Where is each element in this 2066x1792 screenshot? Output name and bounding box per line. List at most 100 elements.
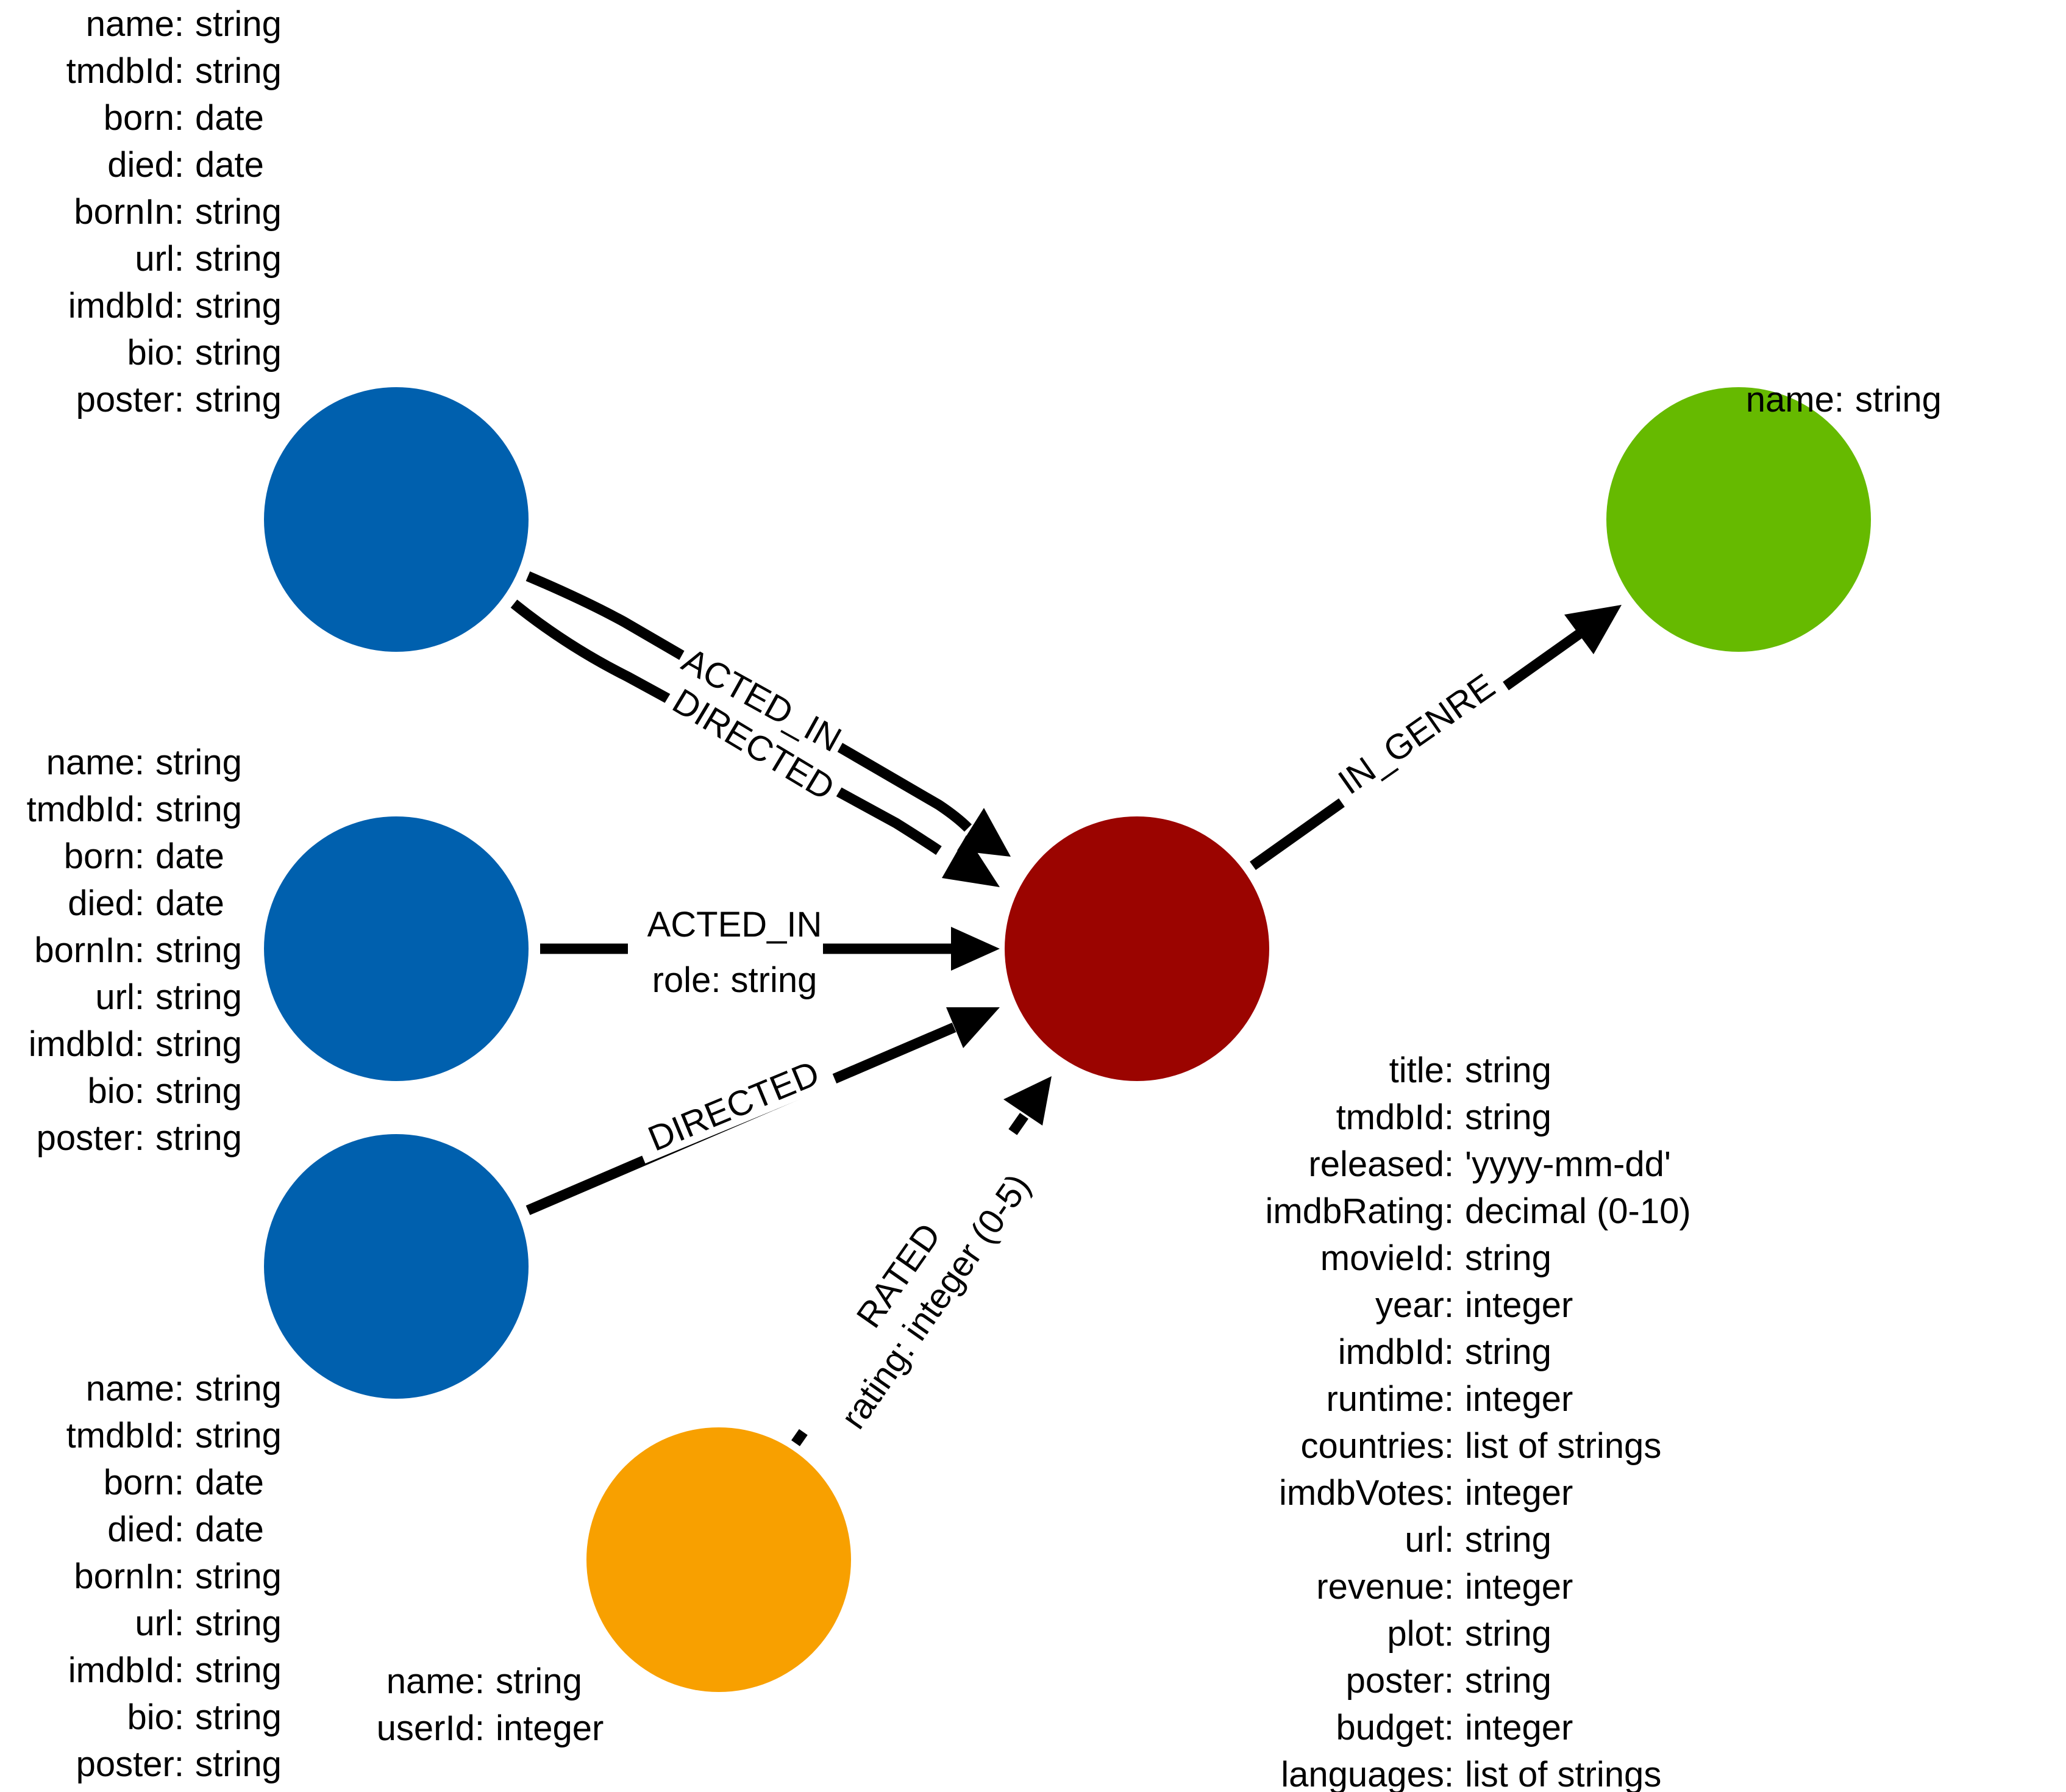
property-key: plot: bbox=[1387, 1614, 1454, 1654]
property-type: string bbox=[195, 4, 282, 44]
property-type: string bbox=[195, 1744, 282, 1784]
property-key: url: bbox=[135, 1604, 184, 1643]
property-type: date bbox=[195, 98, 264, 138]
property-key: url: bbox=[95, 977, 144, 1017]
property-key: name: bbox=[1746, 380, 1844, 419]
property-key: poster: bbox=[1346, 1661, 1454, 1701]
property-type: string bbox=[155, 1118, 242, 1158]
property-type: string bbox=[195, 1369, 282, 1408]
property-key: bornIn: bbox=[74, 1557, 184, 1596]
property-type: string bbox=[1465, 1098, 1551, 1137]
property-type: string bbox=[1855, 380, 1942, 419]
property-key: bio: bbox=[127, 1697, 184, 1737]
property-key: countries: bbox=[1301, 1426, 1454, 1466]
property-type: string bbox=[195, 1557, 282, 1596]
edge-label-acted-in-middle: ACTED_IN bbox=[647, 905, 822, 944]
property-key: died: bbox=[107, 145, 184, 185]
edge-property-role: role: string bbox=[652, 960, 817, 1000]
user-node[interactable] bbox=[586, 1427, 851, 1692]
edge-directed-top: DIRECTED bbox=[510, 599, 1000, 887]
property-key: imdbRating: bbox=[1266, 1191, 1454, 1231]
property-key: imdbId: bbox=[68, 286, 184, 326]
property-key: poster: bbox=[37, 1118, 144, 1158]
property-type: string bbox=[1465, 1614, 1551, 1654]
property-key: languages: bbox=[1281, 1755, 1454, 1792]
property-type: string bbox=[1465, 1332, 1551, 1372]
property-type: string bbox=[155, 790, 242, 829]
property-type: integer bbox=[1465, 1708, 1573, 1747]
movie-properties: title:stringtmdbId:stringreleased:'yyyy-… bbox=[1266, 1051, 1691, 1792]
property-key: userId: bbox=[377, 1708, 485, 1748]
property-type: string bbox=[1465, 1051, 1551, 1090]
property-type: string bbox=[195, 192, 282, 232]
property-key: name: bbox=[86, 4, 184, 44]
property-key: imdbVotes: bbox=[1279, 1473, 1454, 1513]
property-type: string bbox=[195, 333, 282, 373]
property-key: died: bbox=[68, 884, 144, 923]
person-bottom-properties: name:stringtmdbId:stringborn:datedied:da… bbox=[66, 1369, 282, 1784]
property-key: url: bbox=[1405, 1520, 1454, 1560]
edge-in-genre: IN_GENRE bbox=[1250, 605, 1622, 870]
person-node-bottom[interactable] bbox=[264, 1134, 529, 1399]
property-key: imdbId: bbox=[1338, 1332, 1454, 1372]
property-key: runtime: bbox=[1326, 1379, 1454, 1419]
edge-acted-in-top: ACTED_IN bbox=[525, 571, 1011, 857]
property-type: string bbox=[195, 1651, 282, 1690]
property-key: born: bbox=[64, 837, 144, 876]
property-key: bio: bbox=[127, 333, 184, 373]
property-type: integer bbox=[496, 1708, 604, 1748]
edge-label-directed-bottom: DIRECTED bbox=[643, 1053, 825, 1159]
property-type: list of strings bbox=[1465, 1426, 1661, 1466]
person-top-properties: name: string tmdbId: string born: date died: da… bbox=[66, 4, 282, 419]
person-middle-properties: name:stringtmdbId:stringborn:datedied:da… bbox=[27, 743, 242, 1158]
property-type: string bbox=[195, 51, 282, 91]
property-key: name: bbox=[46, 743, 144, 782]
edge-directed-bottom: DIRECTED bbox=[525, 1007, 1000, 1215]
property-type: 'yyyy-mm-dd' bbox=[1465, 1144, 1671, 1184]
property-type: string bbox=[195, 1416, 282, 1455]
property-type: string bbox=[155, 1024, 242, 1064]
property-key: born: bbox=[104, 98, 184, 138]
property-type: string bbox=[155, 977, 242, 1017]
property-key: tmdbId: bbox=[1336, 1098, 1454, 1137]
edge-acted-in-middle: ACTED_IN role: string bbox=[540, 902, 1000, 1000]
property-type: string bbox=[155, 743, 242, 782]
genre-properties: name: string bbox=[1746, 380, 1942, 419]
property-key: poster: bbox=[76, 1744, 184, 1784]
property-key: tmdbId: bbox=[27, 790, 144, 829]
property-type: integer bbox=[1465, 1285, 1573, 1325]
property-type: integer bbox=[1465, 1473, 1573, 1513]
property-key: poster: bbox=[76, 380, 184, 419]
property-key: year: bbox=[1375, 1285, 1454, 1325]
property-type: string bbox=[155, 1071, 242, 1111]
person-node-top[interactable] bbox=[264, 387, 529, 652]
genre-node[interactable] bbox=[1606, 387, 1871, 652]
property-key: budget: bbox=[1336, 1708, 1454, 1747]
property-type: integer bbox=[1465, 1379, 1573, 1419]
person-node-middle[interactable] bbox=[264, 816, 529, 1081]
property-key: bio: bbox=[87, 1071, 144, 1111]
property-type: string bbox=[195, 380, 282, 419]
movie-node[interactable] bbox=[1005, 816, 1269, 1081]
property-type: list of strings bbox=[1465, 1755, 1661, 1792]
property-type: date bbox=[195, 145, 264, 185]
property-type: string bbox=[195, 239, 282, 279]
property-key: url: bbox=[135, 239, 184, 279]
property-type: date bbox=[155, 884, 224, 923]
property-type: string bbox=[1465, 1238, 1551, 1278]
property-key: bornIn: bbox=[74, 192, 184, 232]
property-key: released: bbox=[1308, 1144, 1454, 1184]
property-type: decimal (0-10) bbox=[1465, 1191, 1691, 1231]
property-type: string bbox=[195, 1604, 282, 1643]
property-type: string bbox=[1465, 1520, 1551, 1560]
property-key: tmdbId: bbox=[66, 1416, 184, 1455]
property-type: string bbox=[1465, 1661, 1551, 1701]
property-key: movieId: bbox=[1320, 1238, 1454, 1278]
property-key: died: bbox=[107, 1510, 184, 1549]
property-key: imdbId: bbox=[29, 1024, 144, 1064]
property-key: born: bbox=[104, 1463, 184, 1502]
property-key: tmdbId: bbox=[66, 51, 184, 91]
edge-rated: RATED rating: integer (0-5) bbox=[779, 1076, 1052, 1458]
